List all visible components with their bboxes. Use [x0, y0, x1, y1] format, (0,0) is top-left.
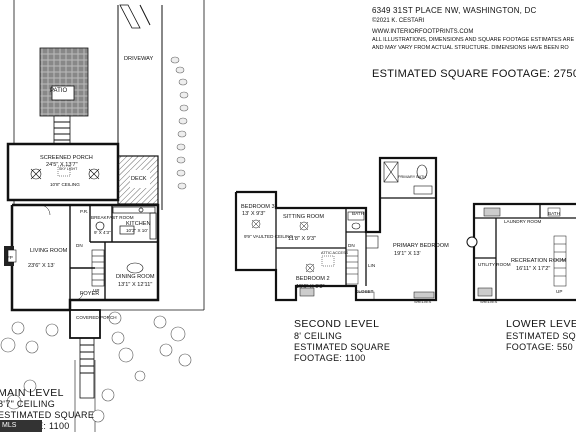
kitchen-dim: 10'3" X 10' [126, 228, 148, 233]
total-square-footage: ESTIMATED SQUARE FOOTAGE: 2750 [372, 68, 576, 80]
lower-level-est: ESTIMATED SQUA [506, 331, 576, 341]
stepping-stones [170, 56, 189, 190]
linen-label: LIN [368, 263, 376, 268]
second-bath-label: BATH [352, 211, 364, 216]
shrubs [0, 311, 192, 423]
bedroom3-label: BEDROOM 3 [241, 204, 275, 210]
primary-bath-label: PRIMARY BATH [398, 175, 427, 179]
main-dn-label: DN [76, 243, 83, 248]
lower-up-label: UP [556, 289, 563, 294]
second-shelves-label: SHELVES [414, 300, 432, 304]
screened-porch-label: SCREENED PORCH [40, 155, 93, 161]
breakfast-dim: 9' X 4'3" [94, 230, 111, 235]
lower-level-plan [466, 202, 576, 302]
copyright-label: ©2021 K. CESTARI [372, 18, 425, 24]
address-label: 6349 31ST PLACE NW, WASHINGTON, DC [372, 6, 537, 15]
second-dn-label: DN [348, 243, 355, 248]
closet-label: CLOSET [355, 289, 374, 294]
second-level-ceiling: 8' CEILING [294, 331, 343, 341]
second-level-plan [234, 156, 438, 302]
website-label: WWW.INTERIORFOOTPRINTS.COM [372, 29, 474, 35]
sitting-room-label: SITTING ROOM [283, 214, 325, 220]
lower-bath-label: BATH [548, 211, 560, 216]
main-level-est: ESTIMATED SQUARE [0, 410, 95, 420]
lower-level-footage: FOOTAGE: 550 [506, 342, 573, 352]
second-level-walls [234, 156, 438, 302]
laundry-label: LAUNDRY ROOM [504, 219, 542, 224]
breakfast-label: BREAKFAST ROOM [91, 215, 134, 220]
bedroom3-ceiling: 9'9" VAULTED CEILING [244, 234, 294, 239]
attic-access-label: ATTIC ACCESS [321, 251, 349, 255]
primary-bedroom-dim: 19'1" X 13' [394, 251, 421, 257]
lower-level-walls [472, 202, 576, 302]
disclaimer-line-1: ALL ILLUSTRATIONS, DIMENSIONS AND SQUARE… [372, 37, 575, 43]
main-level-ceiling: 8'7" CEILING [0, 399, 56, 409]
screened-porch-ceiling: 10'8" CEILING [50, 182, 80, 187]
powder-room-label: P.R. [80, 209, 89, 214]
screened-porch [6, 142, 120, 202]
deck-label: DECK [131, 176, 147, 182]
living-room-label: LIVING ROOM [30, 248, 68, 254]
dining-room-label: DINING ROOM [116, 274, 155, 280]
living-room-dim: 23'6" X 13' [28, 263, 55, 269]
foyer-label: FOYER [80, 291, 100, 297]
mls-badge: MLS [0, 420, 42, 432]
covered-porch-label: COVERED PORCH [76, 315, 117, 320]
sitting-room-dim: 11'8" X 9'3" [288, 236, 317, 242]
recreation-room-dim: 16'11" X 17'2" [516, 266, 551, 272]
kitchen-label: KITCHEN [126, 221, 151, 227]
lower-shelves-label: SHELVES [480, 300, 498, 304]
screened-porch-skylight: SKY LIGHT [59, 167, 78, 171]
bedroom3-dim: 13' X 9'3" [242, 211, 266, 217]
second-level-title: SECOND LEVEL [294, 318, 380, 330]
covered-porch [69, 309, 101, 339]
driveway-label: DRIVEWAY [124, 56, 154, 62]
patio-label: PATIO [50, 88, 68, 94]
fireplace-label: FP [7, 255, 13, 260]
utility-room-label: UTILITY ROOM [478, 262, 511, 267]
bedroom2-dim: 15'6" X 9'3" [296, 284, 325, 290]
recreation-room-label: RECREATION ROOM [511, 258, 567, 264]
dining-room-dim: 13'1" X 12'11" [118, 282, 153, 288]
bedroom2-label: BEDROOM 2 [296, 276, 330, 282]
main-level-plan [0, 0, 205, 432]
driveway [117, 4, 163, 210]
patio [39, 47, 89, 117]
main-level-title: MAIN LEVEL [0, 387, 64, 399]
main-up-label: UP [93, 288, 100, 293]
disclaimer-line-2: AND MAY VARY FROM ACTUAL STRUCTURE. DIME… [372, 45, 569, 51]
second-level-est: ESTIMATED SQUARE [294, 342, 391, 352]
main-stairs [91, 249, 105, 287]
primary-bedroom-label: PRIMARY BEDROOM [393, 243, 449, 249]
lower-level-title: LOWER LEVEL [506, 318, 576, 330]
screened-porch-dim: 24'5" X 13'7" [46, 162, 78, 168]
second-level-footage: FOOTAGE: 1100 [294, 353, 366, 363]
